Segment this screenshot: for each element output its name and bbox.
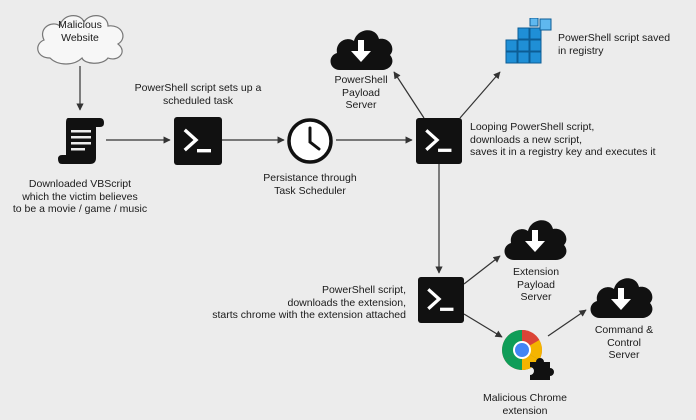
chrome-extension-icon — [502, 330, 554, 380]
arrow-ps-extension-to-chrome — [463, 313, 503, 338]
cloud-download-icon — [590, 278, 653, 318]
arrow-chrome-to-c2 — [547, 309, 587, 337]
vbscript-label: Downloaded VBScript which the victim bel… — [12, 178, 148, 215]
cloud-outline-icon — [37, 15, 124, 65]
cloud-download-icon — [330, 30, 393, 70]
arrow-ps-extension-to-extension-server — [463, 255, 501, 285]
chrome-extension-label: Malicious Chrome extension — [482, 392, 568, 417]
malicious-website-label: Malicious Website — [58, 19, 102, 44]
c2-server-label: Command & Control Server — [594, 324, 654, 361]
powershell-terminal-icon — [174, 117, 222, 165]
task-scheduler-label: Persistance through Task Scheduler — [263, 172, 357, 197]
clock-icon — [287, 118, 333, 164]
ps-payload-server-label: PowerShell Payload Server — [334, 74, 388, 111]
powershell-terminal-icon — [416, 118, 462, 164]
registry-label: PowerShell script saved in registry — [558, 32, 671, 57]
extension-server-label: Extension Payload Server — [512, 266, 560, 303]
arrow-ps-looping-to-payload-server — [393, 71, 425, 119]
registry-cubes-icon — [505, 18, 552, 64]
ps-looping-label: Looping PowerShell script, downloads a n… — [470, 121, 656, 158]
powershell-terminal-icon — [418, 277, 464, 323]
ps-scheduled-label: PowerShell script sets up a scheduled ta… — [134, 82, 262, 107]
arrow-ps-looping-to-registry — [459, 71, 501, 119]
scroll-icon — [58, 118, 104, 164]
cloud-download-icon — [504, 220, 567, 260]
ps-extension-label: PowerShell script, downloads the extensi… — [212, 284, 406, 321]
